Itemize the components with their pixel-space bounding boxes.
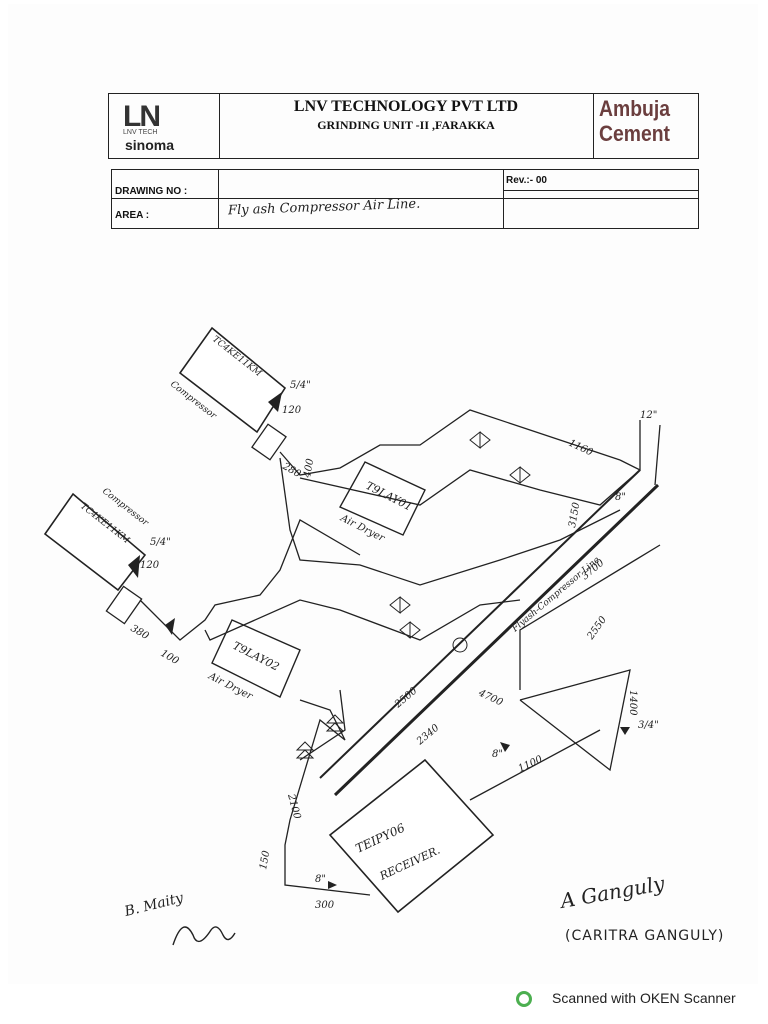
- dim-2500: 2500: [392, 685, 420, 711]
- size-2: 5/4": [150, 537, 171, 548]
- size-12: 12": [640, 410, 657, 421]
- info-block: DRAWING NO : AREA : Fly ash Compressor A…: [111, 169, 699, 229]
- size-1: 5/4": [290, 380, 311, 391]
- size-3-4: 3/4": [638, 720, 659, 731]
- dim-150: 150: [258, 849, 272, 870]
- logo-brand: sinoma: [125, 137, 175, 153]
- dim-1400: 1400: [627, 690, 638, 716]
- logo-sub: LNV TECH: [123, 129, 158, 136]
- dim-300: 300: [315, 900, 335, 911]
- dim-1100: 1100: [517, 754, 545, 775]
- company-name: LNV TECHNOLOGY PVT LTD: [293, 98, 519, 115]
- dim-4700: 4700: [476, 687, 505, 708]
- size-8c: 8": [492, 749, 503, 760]
- size-8a: 8": [615, 492, 626, 503]
- title-block: LN LNV TECH sinoma LNV TECHNOLOGY PVT LT…: [108, 93, 699, 159]
- signature-right-name: (CARITRA GANGULY): [565, 928, 725, 944]
- scanner-icon: [516, 991, 532, 1007]
- client-logo: Ambuja Cement: [593, 94, 699, 158]
- flow-arrows: [328, 727, 630, 889]
- dim-120a: 120: [282, 405, 302, 416]
- pipe-lines: [139, 409, 661, 896]
- receiver: TEIPY06 RECEIVER.: [328, 758, 495, 914]
- dim-2100: 2100: [285, 792, 303, 821]
- dim-3150: 3150: [567, 501, 582, 529]
- dim-1160: 1160: [567, 438, 595, 459]
- dim-2550: 2550: [585, 614, 610, 642]
- logo-mark: LN: [123, 100, 161, 133]
- valves: [295, 430, 531, 759]
- dim-380: 380: [129, 623, 152, 642]
- signature-left-mark: [172, 926, 236, 946]
- drawing-no-label: DRAWING NO :: [115, 186, 188, 197]
- rev-label: Rev.:- 00: [506, 175, 547, 186]
- dim-2340: 2340: [414, 722, 442, 748]
- client-line2: Cement: [599, 121, 671, 146]
- compressor-1: TC4KE11KM Compressor: [168, 326, 287, 461]
- flyash-line-label: Flyash-Compressor Line: [510, 555, 602, 635]
- size-8b: 8": [315, 874, 326, 885]
- air-dryer-2: T9LAY02 Air Dryer: [206, 619, 301, 703]
- scanner-watermark: Scanned with OKEN Scanner: [552, 990, 736, 1006]
- company-block: LNV TECHNOLOGY PVT LTD GRINDING UNIT -II…: [219, 94, 593, 158]
- client-line1: Ambuja: [599, 96, 671, 121]
- lnv-logo: LN LNV TECH sinoma: [109, 94, 220, 158]
- area-label: AREA :: [115, 210, 150, 221]
- unit-name: GRINDING UNIT -II ,FARAKKA: [317, 118, 495, 132]
- dim-100: 100: [159, 648, 182, 667]
- dim-400: 400: [302, 457, 316, 479]
- dim-120b: 120: [140, 560, 160, 571]
